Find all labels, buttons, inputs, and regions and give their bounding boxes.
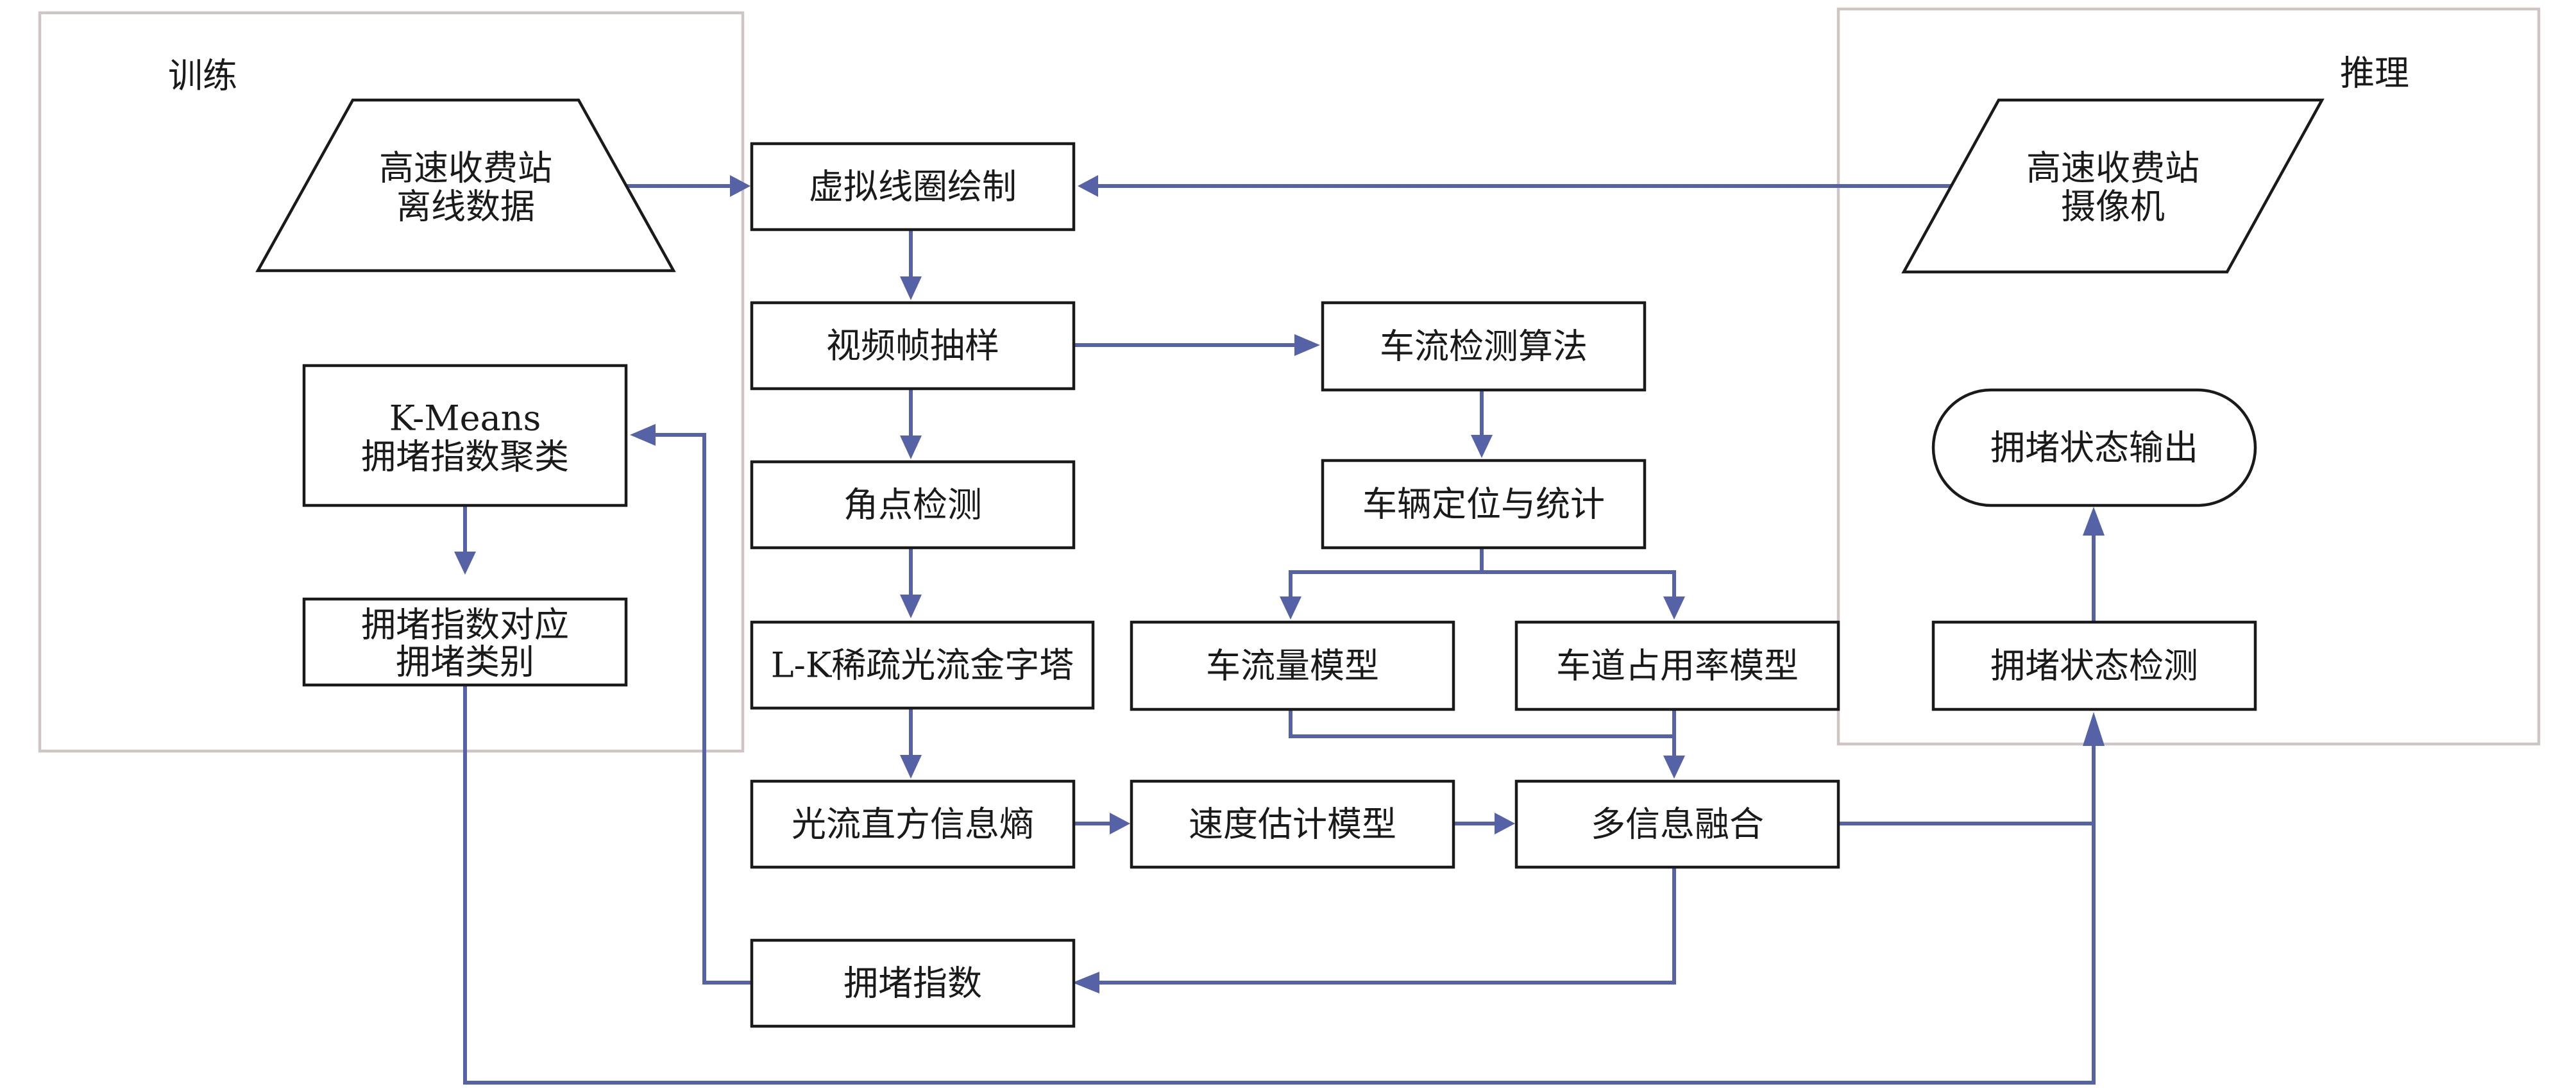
kmeans-line2: 拥堵指数聚类	[361, 437, 569, 477]
arrowhead-virtual-coil-left	[730, 175, 750, 197]
node-congestion-detection: 拥堵状态检测	[1931, 620, 2257, 711]
vehicle-locating-label: 车辆定位与统计	[1362, 484, 1605, 525]
congestion-detection-label: 拥堵状态检测	[1990, 646, 2198, 686]
camera-line2: 摄像机	[2061, 187, 2165, 227]
node-corner-detection: 角点检测	[750, 460, 1076, 550]
node-vehicle-locating: 车辆定位与统计	[1321, 459, 1647, 550]
edge-fusion-to-congestion-index	[1099, 868, 1676, 985]
frame-sampling-label: 视频帧抽样	[826, 326, 999, 366]
camera-line1: 高速收费站	[2026, 148, 2199, 189]
offline-data-line2: 离线数据	[396, 187, 535, 227]
node-flow-model: 车流量模型	[1130, 620, 1455, 711]
node-flow-histogram-entropy: 光流直方信息熵	[750, 779, 1076, 869]
connectors	[463, 184, 2096, 1085]
arrowhead-vehicle-locating	[1471, 435, 1493, 458]
index-category-line1: 拥堵指数对应	[361, 605, 569, 645]
node-congestion-index: 拥堵指数	[750, 938, 1076, 1028]
node-index-category: 拥堵指数对应 拥堵类别	[302, 597, 628, 687]
inference-panel-label: 推理	[2340, 53, 2409, 94]
kmeans-line1: K-Means	[389, 398, 541, 439]
node-camera: 高速收费站 摄像机	[1901, 98, 2325, 274]
inference-panel: 推理	[1836, 7, 2541, 746]
flow-model-label: 车流量模型	[1206, 646, 1379, 686]
edge-vehicle-locating-to-lane-occupancy	[1482, 570, 1676, 596]
edge-index-category-to-congestion-detection	[463, 685, 2096, 1085]
speed-model-label: 速度估计模型	[1189, 804, 1396, 845]
arrowheads	[454, 175, 2105, 994]
arrowhead-fusion-top	[1663, 756, 1685, 779]
lane-occupancy-model-label: 车道占用率模型	[1556, 646, 1799, 686]
traffic-detection-label: 车流检测算法	[1380, 326, 1588, 367]
training-panel: 训练	[38, 11, 745, 753]
node-congestion-output: 拥堵状态输出	[1931, 388, 2257, 507]
arrowhead-flow-model	[1280, 596, 1301, 620]
node-virtual-coil: 虚拟线圈绘制	[750, 142, 1076, 232]
edge-flow-model-to-fusion	[1289, 709, 1674, 738]
node-lane-occupancy-model: 车道占用率模型	[1514, 620, 1840, 711]
arrowhead-fusion-left	[1495, 813, 1515, 834]
arrowhead-lane-occupancy	[1663, 596, 1685, 620]
node-fusion: 多信息融合	[1514, 779, 1840, 869]
arrowhead-traffic-detection	[1294, 334, 1320, 356]
node-frame-sampling: 视频帧抽样	[750, 301, 1076, 391]
arrowhead-congestion-output	[2083, 507, 2105, 536]
lk-optical-flow-label: L-K稀疏光流金字塔	[771, 645, 1074, 686]
arrowhead-index-category	[454, 552, 476, 575]
arrowhead-corner-detection	[900, 436, 922, 459]
arrowhead-kmeans	[630, 424, 656, 446]
node-traffic-detection: 车流检测算法	[1321, 301, 1647, 392]
node-offline-data: 高速收费站 离线数据	[255, 98, 676, 273]
node-speed-model: 速度估计模型	[1130, 779, 1455, 869]
arrowhead-frame-sampling	[900, 276, 922, 300]
arrowhead-congestion-index	[1072, 972, 1099, 994]
edge-fusion-to-congestion-detection	[1838, 746, 2096, 825]
arrowhead-lk-flow	[900, 595, 922, 618]
congestion-index-label: 拥堵指数	[843, 963, 982, 1004]
training-panel-label: 训练	[168, 56, 237, 96]
flow-histogram-entropy-label: 光流直方信息熵	[792, 804, 1034, 845]
congestion-output-label: 拥堵状态输出	[1990, 428, 2198, 468]
edge-congestion-index-to-kmeans	[656, 433, 750, 985]
corner-detection-label: 角点检测	[843, 485, 982, 525]
fusion-label: 多信息融合	[1591, 804, 1764, 845]
arrowhead-speed-model	[1110, 813, 1130, 834]
node-kmeans: K-Means 拥堵指数聚类	[302, 364, 628, 507]
node-lk-optical-flow: L-K稀疏光流金字塔	[750, 620, 1095, 710]
arrowhead-congestion-detection	[2083, 712, 2105, 746]
offline-data-line1: 高速收费站	[379, 148, 552, 189]
virtual-coil-label: 虚拟线圈绘制	[809, 167, 1017, 207]
index-category-line2: 拥堵类别	[396, 642, 534, 682]
edge-vehicle-locating-to-flow-model	[1289, 548, 1484, 596]
arrowhead-flow-histogram	[900, 755, 922, 779]
arrowhead-virtual-coil-right	[1078, 175, 1098, 197]
